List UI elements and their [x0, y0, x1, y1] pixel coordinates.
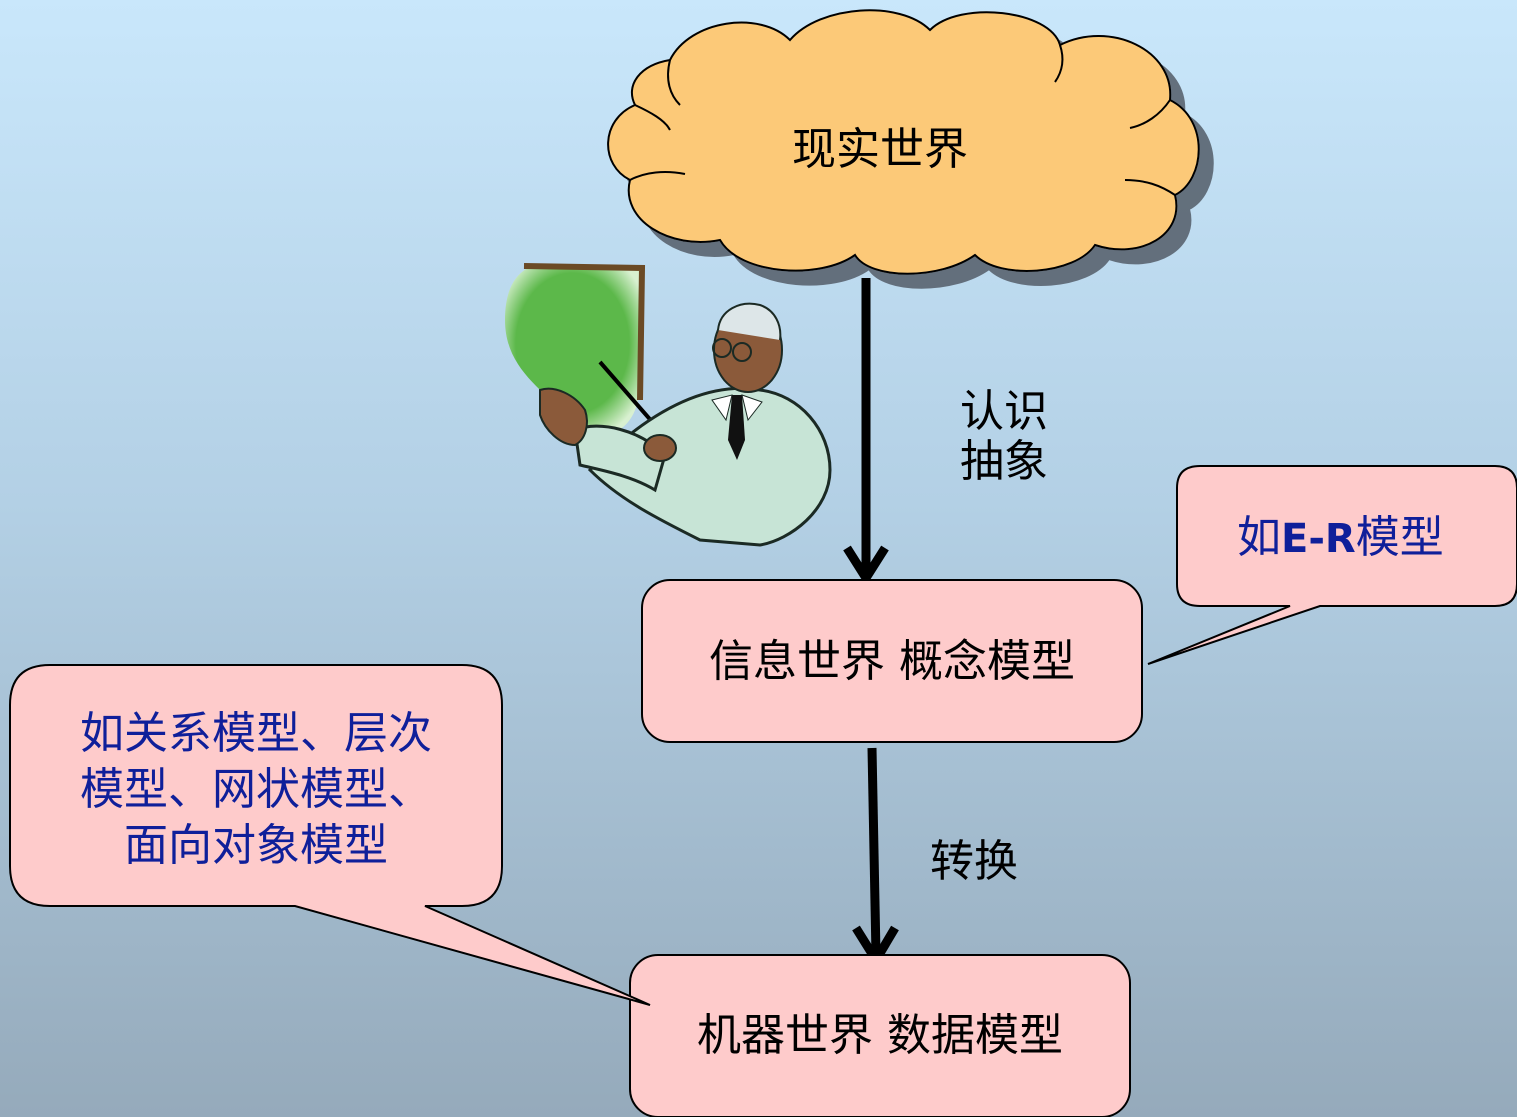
callout-er-model [1147, 465, 1517, 665]
callout-er-prefix: 如 [1237, 512, 1281, 563]
arrow-abstraction [843, 278, 889, 583]
box-machine-world [629, 954, 1131, 1117]
callout-text-er: 如E-R模型 [1237, 516, 1444, 560]
arrow-conversion [852, 747, 899, 965]
callout-data-models [9, 664, 651, 1006]
teacher-presenting-icon [505, 263, 832, 547]
node-label-info-world: 信息世界 概念模型 [709, 636, 1075, 687]
edge-label-convert: 转换 [930, 836, 1018, 887]
node-label-machine-world: 机器世界 数据模型 [697, 1010, 1063, 1061]
edge-label-abstract-2: 抽象 [960, 436, 1048, 487]
cloud-real-world [607, 9, 1200, 275]
cloud-shape [607, 9, 1200, 275]
node-label-real-world: 现实世界 [792, 124, 968, 175]
callout-models-line-2: 模型、网状模型、 [80, 764, 432, 815]
callout-er-bold: E-R [1281, 516, 1356, 562]
callout-models-line-1: 如关系模型、层次 [80, 708, 432, 759]
callout-er-suffix: 模型 [1355, 512, 1444, 563]
box-info-world [641, 579, 1143, 743]
edge-label-abstract-1: 认识 [960, 386, 1048, 437]
callout-models-line-3: 面向对象模型 [124, 820, 388, 871]
